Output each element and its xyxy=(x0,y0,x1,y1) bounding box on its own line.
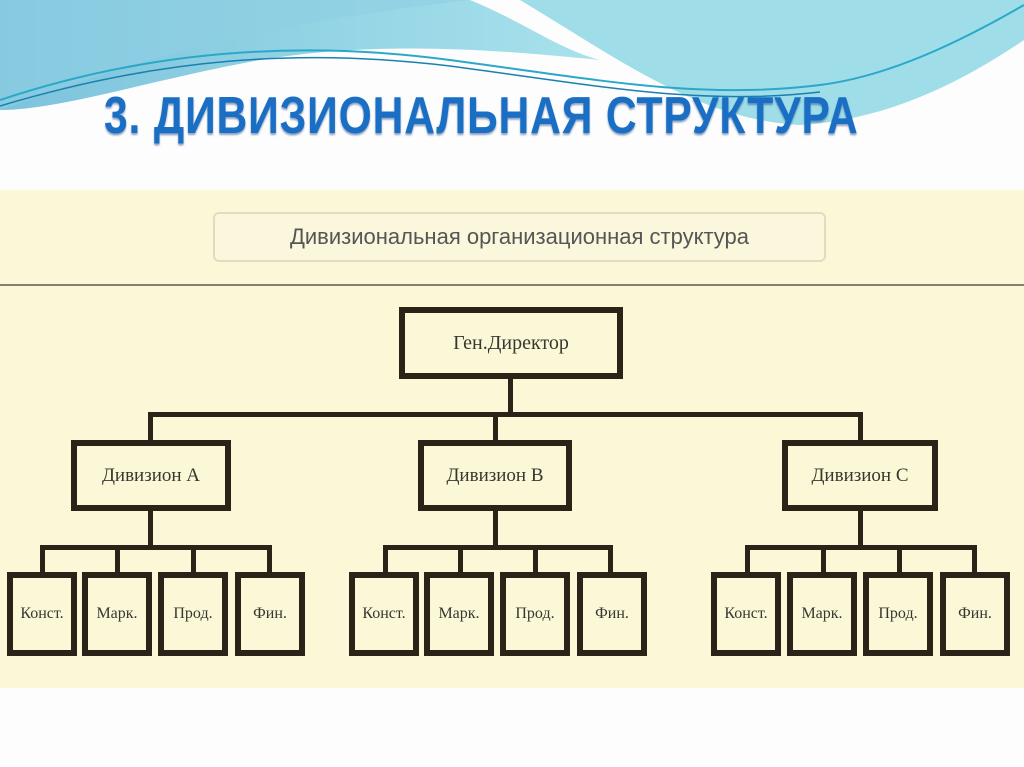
division-c-box: Дивизион С xyxy=(782,440,938,511)
connector xyxy=(493,508,498,548)
connector xyxy=(508,376,513,416)
slide-title: 3. ДИВИЗИОНАЛЬНАЯ СТРУКТУРА xyxy=(104,87,859,145)
connector xyxy=(148,508,153,548)
unit-box: Прод. xyxy=(158,572,228,656)
connector xyxy=(383,545,613,550)
connector xyxy=(40,545,45,573)
connector xyxy=(458,545,463,573)
connector xyxy=(858,508,863,548)
connector xyxy=(148,412,153,442)
unit-box: Фин. xyxy=(577,572,647,656)
unit-box: Прод. xyxy=(500,572,570,656)
division-a-box: Дивизион А xyxy=(71,440,231,511)
decorative-waves xyxy=(0,0,1024,125)
unit-box: Прод. xyxy=(863,572,933,656)
connector xyxy=(897,545,902,573)
connector xyxy=(972,545,977,573)
unit-box: Конст. xyxy=(711,572,781,656)
connector xyxy=(115,545,120,573)
unit-box: Фин. xyxy=(940,572,1010,656)
connector xyxy=(745,545,750,573)
connector xyxy=(608,545,613,573)
connector xyxy=(267,545,272,573)
diagram-header: Дивизиональная организационная структура xyxy=(213,212,826,262)
connector xyxy=(383,545,388,573)
unit-box: Конст. xyxy=(7,572,77,656)
connector xyxy=(148,412,863,417)
unit-box: Марк. xyxy=(82,572,152,656)
connector xyxy=(745,545,977,550)
division-b-box: Дивизион В xyxy=(418,440,572,511)
connector xyxy=(533,545,538,573)
connector xyxy=(821,545,826,573)
root-box: Ген.Директор xyxy=(399,307,623,379)
unit-box: Конст. xyxy=(349,572,419,656)
divider xyxy=(0,284,1024,286)
unit-box: Марк. xyxy=(424,572,494,656)
connector xyxy=(858,412,863,442)
connector xyxy=(191,545,196,573)
connector xyxy=(493,412,498,442)
unit-box: Марк. xyxy=(787,572,857,656)
connector xyxy=(40,545,272,550)
unit-box: Фин. xyxy=(235,572,305,656)
